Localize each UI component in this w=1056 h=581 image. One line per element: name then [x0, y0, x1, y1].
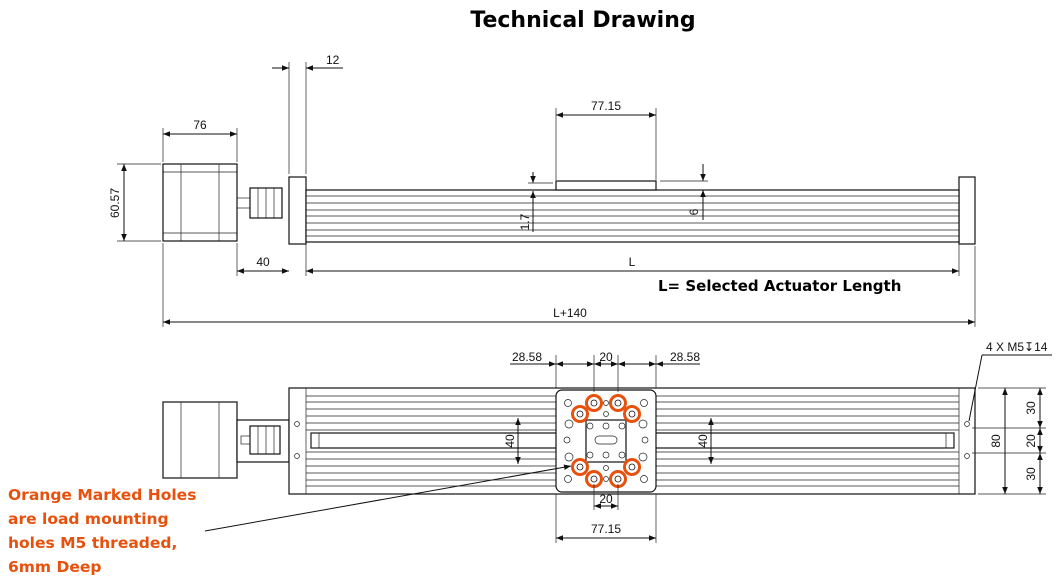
dim-motor-height: 60.57: [108, 188, 122, 218]
load-mounting-hole-marker: [571, 458, 589, 476]
dim-carriage-height: 1.7: [518, 213, 532, 230]
load-mounting-hole-marker: [585, 394, 603, 412]
carriage-plate-side: [555, 180, 657, 191]
dim-rail-left: 40: [503, 434, 517, 448]
end-plate-left: [288, 176, 307, 245]
load-mounting-hole-marker: [623, 405, 641, 423]
load-mounting-hole: [628, 410, 636, 418]
dim-right-80: 80: [989, 434, 1003, 448]
top-view: 28.58 20 28.58 4 X M5↧14 40 40 80 30 20 …: [162, 340, 1052, 543]
drawing-title: Technical Drawing: [470, 8, 695, 33]
dim-coupler-length: 40: [256, 255, 270, 269]
load-mounting-hole-marker: [571, 405, 589, 423]
dim-plate-thickness: 6: [687, 208, 701, 215]
carriage-center-block: [585, 419, 627, 463]
load-mounting-hole: [576, 463, 584, 471]
dim-motor-length: 76: [193, 118, 207, 132]
load-mounting-hole: [614, 475, 622, 483]
dim-hole-spacing-top: 20: [599, 350, 613, 364]
motor-body-top: [162, 401, 238, 479]
dim-right-30-bottom: 30: [1024, 467, 1038, 481]
stroke-note: L= Selected Actuator Length: [658, 277, 901, 295]
load-mounting-hole: [628, 463, 636, 471]
dim-rail-right: 40: [696, 434, 710, 448]
annotation-leader: [204, 464, 572, 532]
coupler-top: [249, 425, 281, 455]
dim-plate-gap: 12: [326, 53, 340, 67]
load-mounting-hole: [590, 475, 598, 483]
dim-stroke-length: L: [629, 255, 636, 269]
dim-right-30-top: 30: [1024, 401, 1038, 415]
load-mounting-hole-marker: [609, 394, 627, 412]
dim-right-20: 20: [1024, 434, 1038, 448]
dim-hole-spacing-bottom: 20: [599, 492, 613, 506]
load-holes-annotation: Orange Marked Holes are load mounting ho…: [8, 486, 197, 576]
load-mounting-hole-marker: [623, 458, 641, 476]
end-plate-right: [958, 176, 976, 245]
dim-right-offset: 28.58: [670, 350, 700, 364]
dim-end-holes: 4 X M5↧14: [986, 340, 1048, 354]
motor-body-side: [162, 163, 238, 242]
load-mounting-hole: [614, 399, 622, 407]
side-view: 12 77.15 76 60.57 1.7 6 40: [108, 53, 976, 327]
load-mounting-hole: [590, 399, 598, 407]
dim-left-offset: 28.58: [512, 350, 542, 364]
dim-plate-width: 77.15: [591, 99, 621, 113]
load-mounting-hole: [576, 410, 584, 418]
load-mounting-holes: [571, 394, 641, 488]
dim-total-length: L+140: [553, 306, 587, 320]
dim-plate-width-bottom: 77.15: [591, 522, 621, 536]
